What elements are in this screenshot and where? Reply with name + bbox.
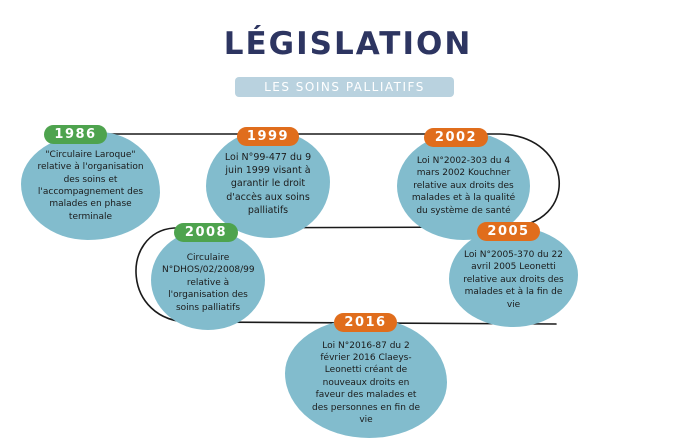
event-2008-text: Circulaire N°DHOS/02/2008/99 relative à … — [162, 252, 255, 313]
event-1999-bubble: Loi N°99-477 du 9 juin 1999 visant à gar… — [206, 130, 330, 238]
event-2005-bubble: Loi N°2005-370 du 22 avril 2005 Leonetti… — [449, 227, 578, 327]
event-1986-bubble: "Circulaire Laroque" relative à l'organi… — [21, 132, 160, 240]
event-1986-text: "Circulaire Laroque" relative à l'organi… — [37, 149, 144, 222]
event-2008-bubble: Circulaire N°DHOS/02/2008/99 relative à … — [151, 230, 265, 330]
event-1986-year-badge: 1986 — [44, 125, 107, 144]
event-2005-year-badge: 2005 — [477, 222, 540, 241]
event-1999-year-badge: 1999 — [237, 127, 299, 146]
event-2005-text: Loi N°2005-370 du 22 avril 2005 Leonetti… — [463, 249, 564, 310]
event-2016-bubble: Loi N°2016-87 du 2 février 2016 Claeys-L… — [285, 318, 447, 438]
page-subtitle: LES SOINS PALLIATIFS — [235, 77, 454, 97]
event-2016-text: Loi N°2016-87 du 2 février 2016 Claeys-L… — [311, 340, 421, 426]
event-1999-text: Loi N°99-477 du 9 juin 1999 visant à gar… — [224, 152, 312, 216]
event-2016-year-badge: 2016 — [334, 313, 397, 332]
page-title: LÉGISLATION — [223, 26, 473, 62]
event-2002-text: Loi N°2002-303 du 4 mars 2002 Kouchner r… — [411, 155, 516, 216]
event-2002-year-badge: 2002 — [424, 128, 488, 147]
event-2008-year-badge: 2008 — [174, 223, 238, 242]
